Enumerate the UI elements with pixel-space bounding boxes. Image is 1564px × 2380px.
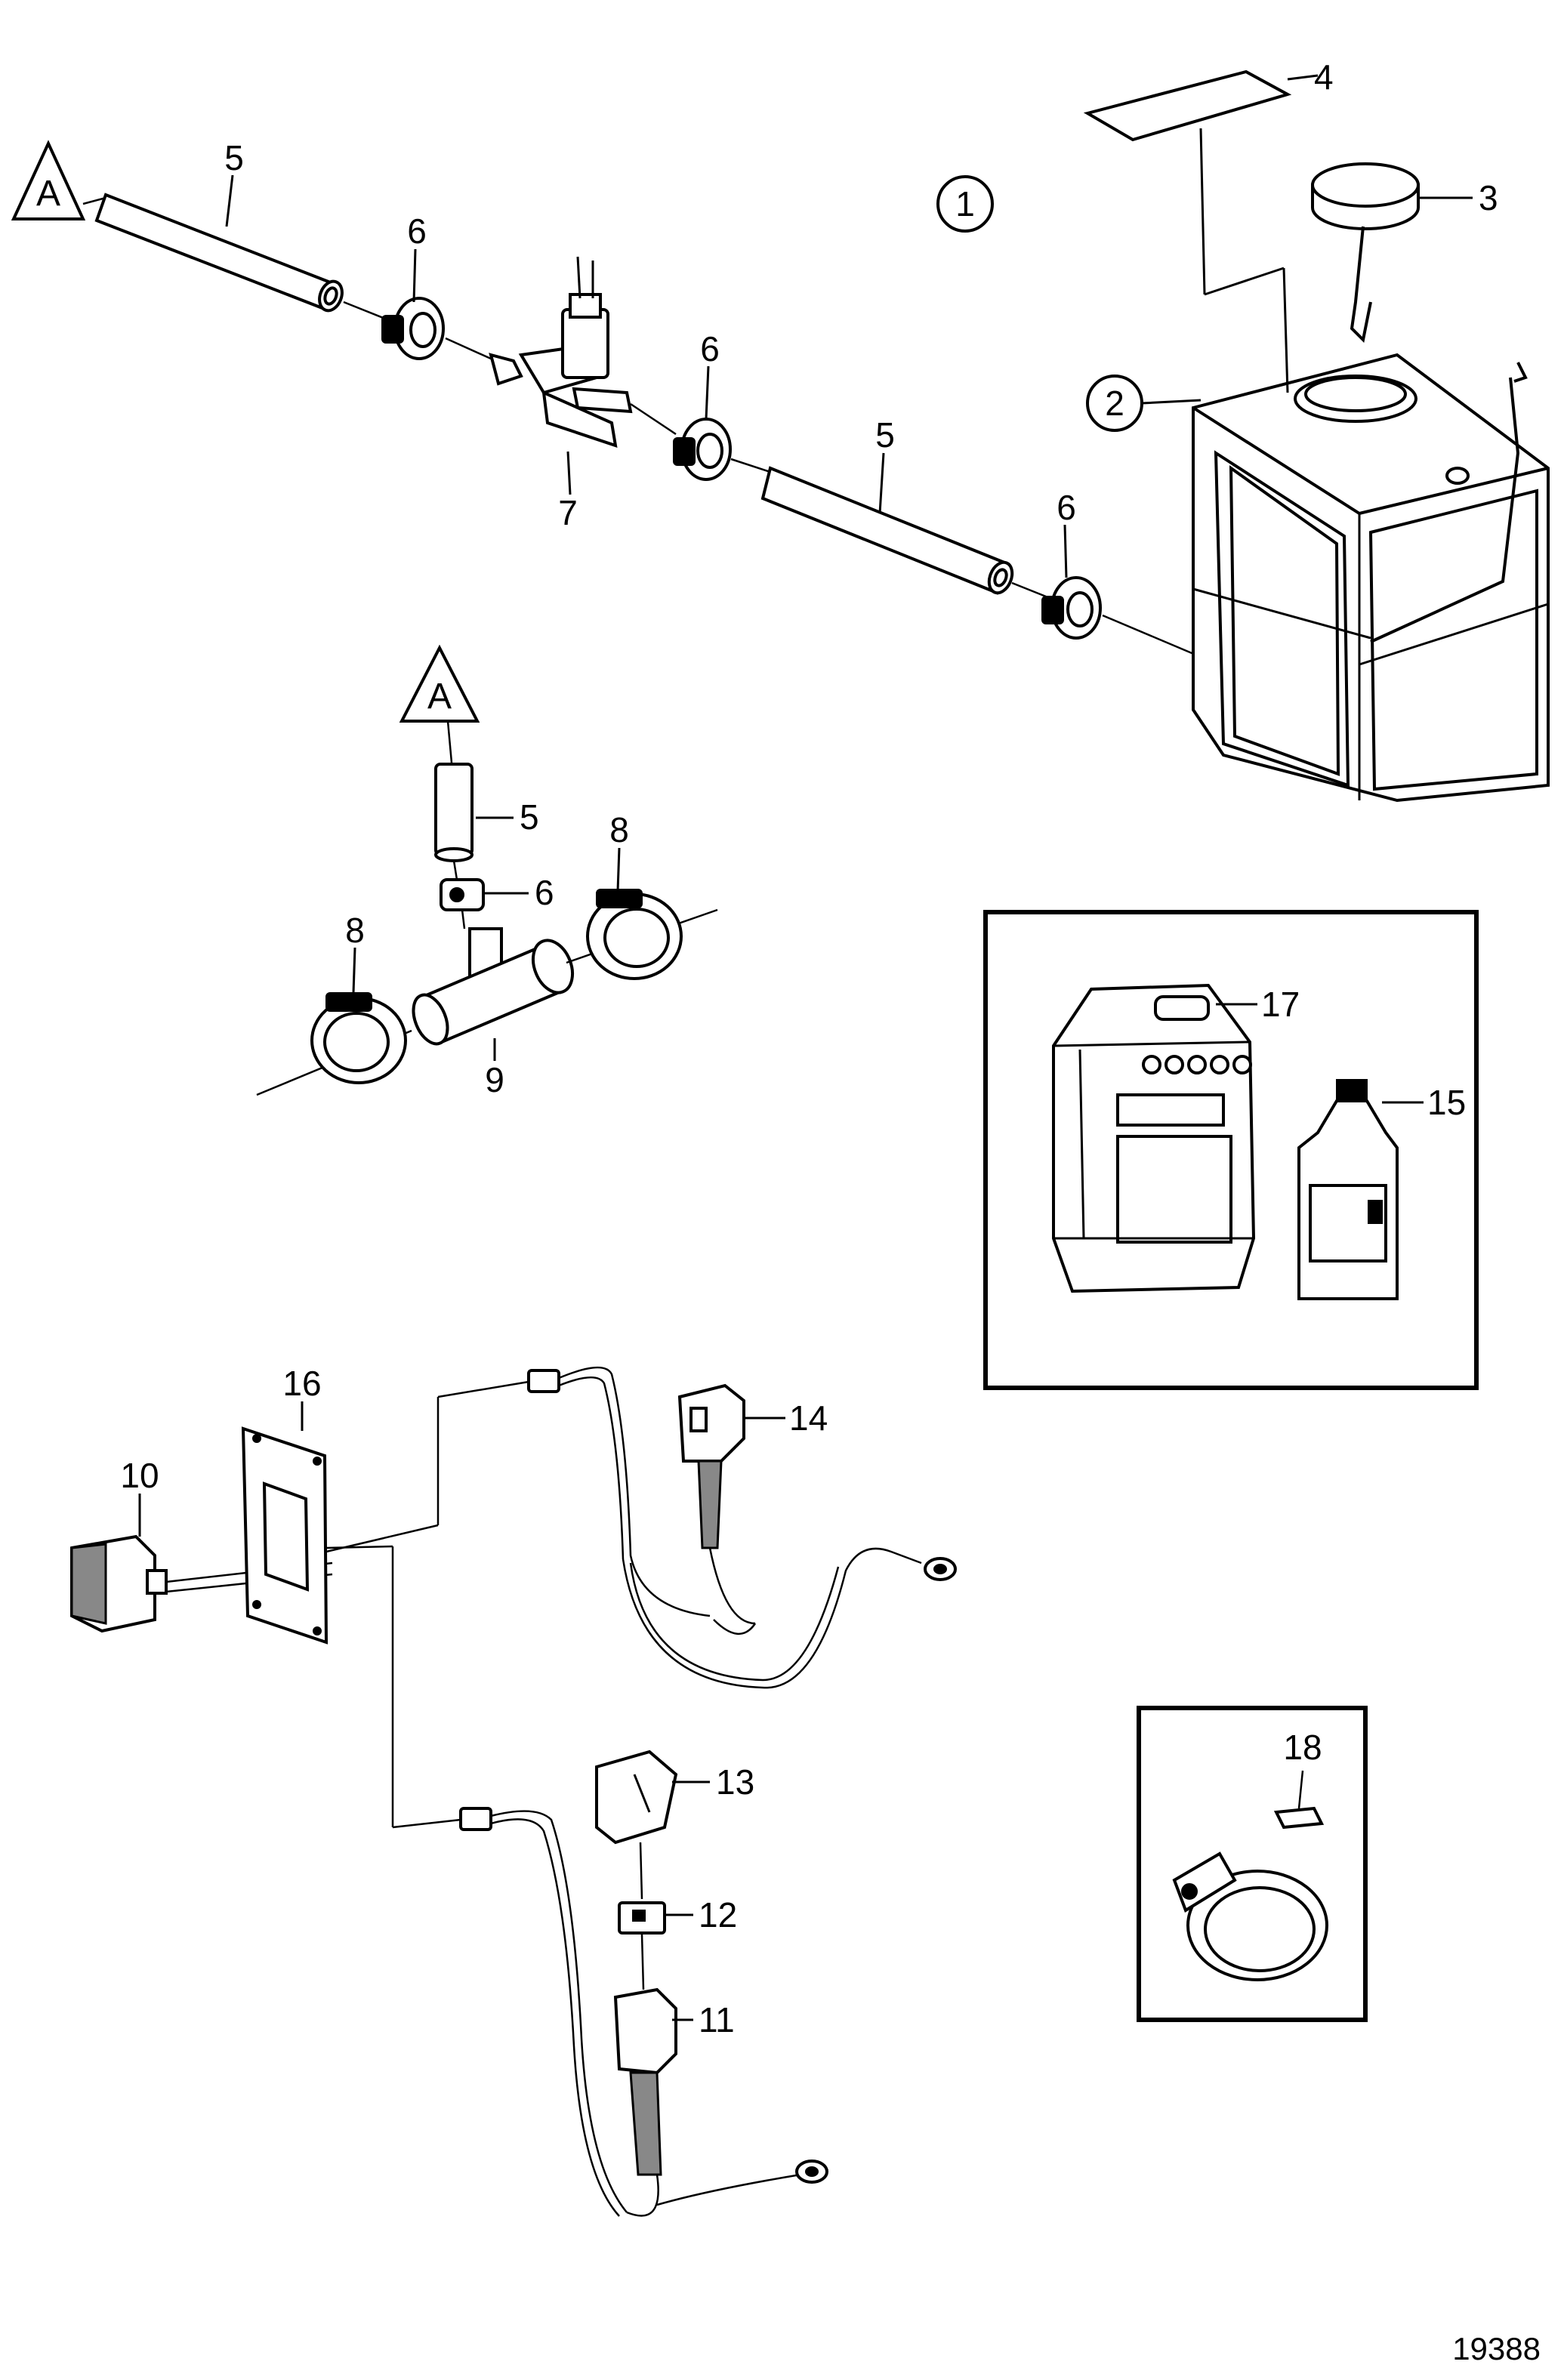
hose-short-vertical <box>434 763 474 862</box>
reference-triangle-a-middle: A <box>399 644 480 723</box>
hose-clamp-18 <box>1172 1851 1328 1981</box>
hose-upper-middle <box>760 466 1014 595</box>
rocker-switch <box>70 1534 168 1633</box>
fluid-bottle <box>1297 1079 1399 1300</box>
tank-filler-cap <box>1311 162 1420 344</box>
hose-clamp-upper-2 <box>673 418 732 481</box>
fuse-12 <box>618 1901 666 1935</box>
connector-upper <box>527 1369 560 1393</box>
hose-clamp-upper-3 <box>1041 576 1102 640</box>
fuse-holder-11 <box>613 1987 677 2176</box>
svg-text:A: A <box>36 174 60 214</box>
callout-17: 17 <box>1261 985 1300 1024</box>
switch-mounting-plate <box>241 1426 329 1645</box>
callout-5-upper-middle: 5 <box>875 415 895 455</box>
hose-clamp-junction-left <box>310 992 407 1084</box>
hose-upper-left <box>94 193 344 313</box>
hose-clamp-junction-top <box>440 878 485 911</box>
callout-8-right: 8 <box>609 810 629 849</box>
callout-14: 14 <box>789 1398 828 1438</box>
callout-3: 3 <box>1479 178 1498 217</box>
solenoid-valve <box>489 256 633 448</box>
callout-4: 4 <box>1314 57 1334 97</box>
callout-5-upper-left: 5 <box>224 138 244 177</box>
connector-lower <box>459 1807 492 1831</box>
callout-11: 11 <box>699 2000 735 2039</box>
hose-clamp-upper-1 <box>381 297 445 360</box>
callout-circle-1: 1 <box>936 175 994 233</box>
callout-6-upper-2: 6 <box>700 329 720 368</box>
callout-15: 15 <box>1427 1083 1466 1122</box>
fluid-inset-box <box>983 910 1479 1390</box>
callout-18: 18 <box>1283 1728 1322 1767</box>
fuse-cover-13 <box>595 1750 678 1845</box>
svg-text:2: 2 <box>1105 384 1124 423</box>
ring-terminal-lower <box>795 2160 828 2184</box>
svg-text:A: A <box>427 677 452 717</box>
clamp-tag-18 <box>1273 1806 1325 1830</box>
callout-5-junction: 5 <box>520 797 539 837</box>
leader-lines <box>138 174 1424 2021</box>
callout-6-upper-3: 6 <box>1057 488 1076 527</box>
fluid-jerry-can <box>1052 983 1256 1293</box>
callout-labels: 5 6 7 6 5 6 4 3 5 6 8 8 9 17 15 16 10 14… <box>120 57 1498 2039</box>
t-junction-pipe <box>412 927 575 1046</box>
connector-plug-14 <box>677 1383 745 1549</box>
callout-13: 13 <box>716 1762 754 1802</box>
callout-9: 9 <box>485 1060 504 1099</box>
callout-circle-2: 2 <box>1086 375 1143 432</box>
callout-16: 16 <box>282 1364 321 1403</box>
tank-label-decal <box>1083 69 1292 142</box>
callout-6-junction: 6 <box>535 873 554 912</box>
figure-number: 19388 <box>1452 2331 1541 2366</box>
reference-triangle-a-top: A <box>11 140 86 220</box>
callout-7: 7 <box>558 493 578 532</box>
hose-clamp-junction-right <box>586 889 683 980</box>
svg-text:1: 1 <box>955 184 975 224</box>
callout-6-upper-1: 6 <box>407 211 427 251</box>
callout-12: 12 <box>699 1895 737 1935</box>
reservoir-tank <box>1192 353 1550 803</box>
callout-10: 10 <box>120 1456 159 1495</box>
ring-terminal-upper <box>924 1557 957 1581</box>
clamp-inset-box <box>1137 1706 1368 2022</box>
callout-8-left: 8 <box>345 911 365 950</box>
